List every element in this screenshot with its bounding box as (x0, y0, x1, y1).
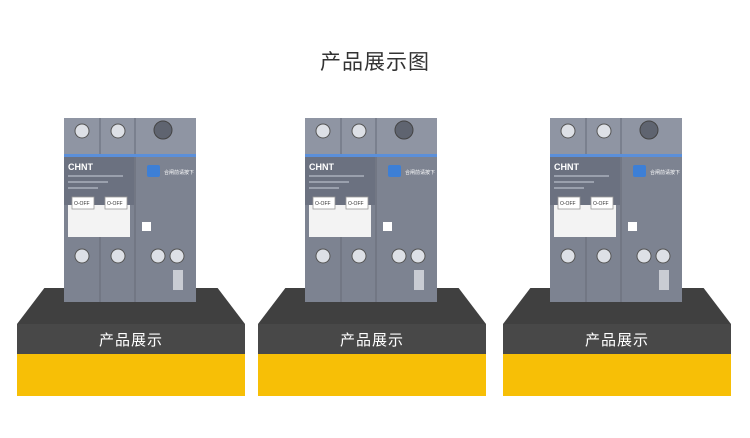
pedestal-base (17, 354, 245, 396)
svg-text:O-OFF: O-OFF (348, 201, 364, 207)
test-button-icon (633, 165, 646, 177)
product-card-1: 产品展示 CHNT 合闸前请按下 O-OFF O-OFF (17, 110, 245, 396)
pedestal-label-band: 产品展示 (17, 324, 245, 354)
screw-icon (351, 123, 367, 139)
pedestal-label-band: 产品展示 (258, 324, 486, 354)
pedestal-label-band: 产品展示 (503, 324, 731, 354)
brand-logo: CHNT (554, 162, 579, 172)
circuit-breaker-image: CHNT 合闸前请按下 O-OFF O-OFF (64, 118, 196, 302)
test-button-icon (388, 165, 401, 177)
screw-icon (110, 123, 126, 139)
circuit-breaker-image: CHNT 合闸前请按下 O-OFF O-OFF (305, 118, 437, 302)
screw-icon (315, 123, 331, 139)
screw-icon (596, 248, 612, 264)
screw-icon (351, 248, 367, 264)
screw-icon (315, 248, 331, 264)
screw-icon (560, 123, 576, 139)
svg-text:合闸前请按下: 合闸前请按下 (650, 169, 680, 176)
product-card-2: 产品展示 CHNT 合闸前请按下 O-OFF O-OFF (258, 110, 486, 396)
pedestal-label: 产品展示 (339, 330, 404, 349)
circuit-breaker-image: CHNT 合闸前请按下 O-OFF O-OFF (550, 118, 682, 302)
svg-text:O-OFF: O-OFF (560, 201, 576, 207)
svg-text:O-OFF: O-OFF (315, 201, 331, 207)
svg-text:合闸前请按下: 合闸前请按下 (405, 169, 435, 176)
test-button-icon (147, 165, 160, 177)
screw-icon (74, 248, 90, 264)
brand-logo: CHNT (309, 162, 334, 172)
screw-icon (560, 248, 576, 264)
page-title: 产品展示图 (320, 50, 430, 74)
screw-icon (110, 248, 126, 264)
pedestal-label: 产品展示 (584, 330, 649, 349)
screw-icon (596, 123, 612, 139)
svg-text:O-OFF: O-OFF (593, 201, 609, 207)
pedestal-base (503, 354, 731, 396)
screw-icon (74, 123, 90, 139)
svg-text:O-OFF: O-OFF (74, 201, 90, 207)
svg-text:O-OFF: O-OFF (107, 201, 123, 207)
product-card-3: 产品展示 CHNT 合闸前请按下 O-OFF O-OFF (503, 110, 731, 396)
brand-logo: CHNT (68, 162, 93, 172)
svg-text:合闸前请按下: 合闸前请按下 (164, 169, 194, 176)
pedestal-base (258, 354, 486, 396)
pedestal-label: 产品展示 (98, 330, 163, 349)
